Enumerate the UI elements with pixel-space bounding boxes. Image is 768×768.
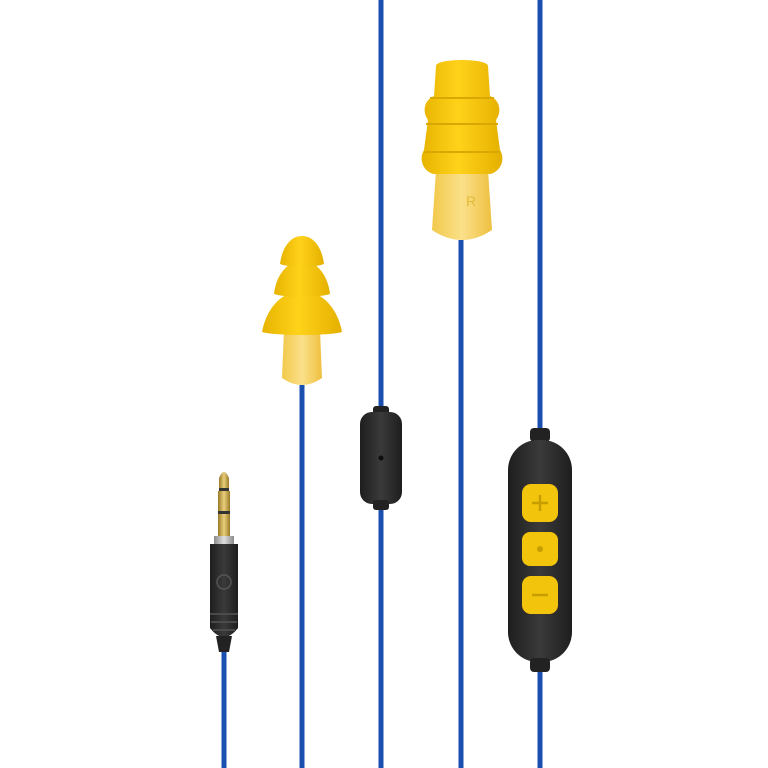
- volume-down-button[interactable]: [522, 576, 558, 614]
- remote-control: [508, 428, 572, 672]
- remote-cap-top: [530, 428, 550, 442]
- right-earplug: R: [421, 60, 503, 240]
- left-earplug-stem: [282, 330, 322, 385]
- remote-cap-bottom: [530, 658, 550, 672]
- jack-ring-1: [219, 488, 229, 491]
- jack-collar: [214, 536, 234, 544]
- left-earplug-flange-mid: [274, 260, 330, 297]
- inline-mic: [360, 406, 402, 510]
- jack-logo-icon: [216, 574, 232, 590]
- jack-tip: [219, 472, 229, 488]
- volume-up-button[interactable]: [522, 484, 558, 522]
- left-earplug-flange-large: [262, 290, 342, 335]
- dot-icon: [537, 546, 543, 552]
- cables: [221, 0, 543, 768]
- mic-hole-icon: [378, 455, 384, 461]
- jack-housing: [210, 544, 238, 637]
- left-earplug: [262, 236, 342, 385]
- right-earplug-body: [421, 60, 503, 174]
- right-earplug-letter: R: [466, 193, 476, 209]
- play-pause-button[interactable]: [522, 532, 558, 566]
- right-earplug-stem: [432, 170, 492, 240]
- left-earplug-flange-tip: [280, 236, 324, 267]
- jack-strain-relief: [216, 636, 232, 652]
- jack-ring-2: [218, 511, 230, 514]
- audio-jack: [210, 472, 238, 652]
- inline-mic-cap-bottom: [373, 500, 389, 510]
